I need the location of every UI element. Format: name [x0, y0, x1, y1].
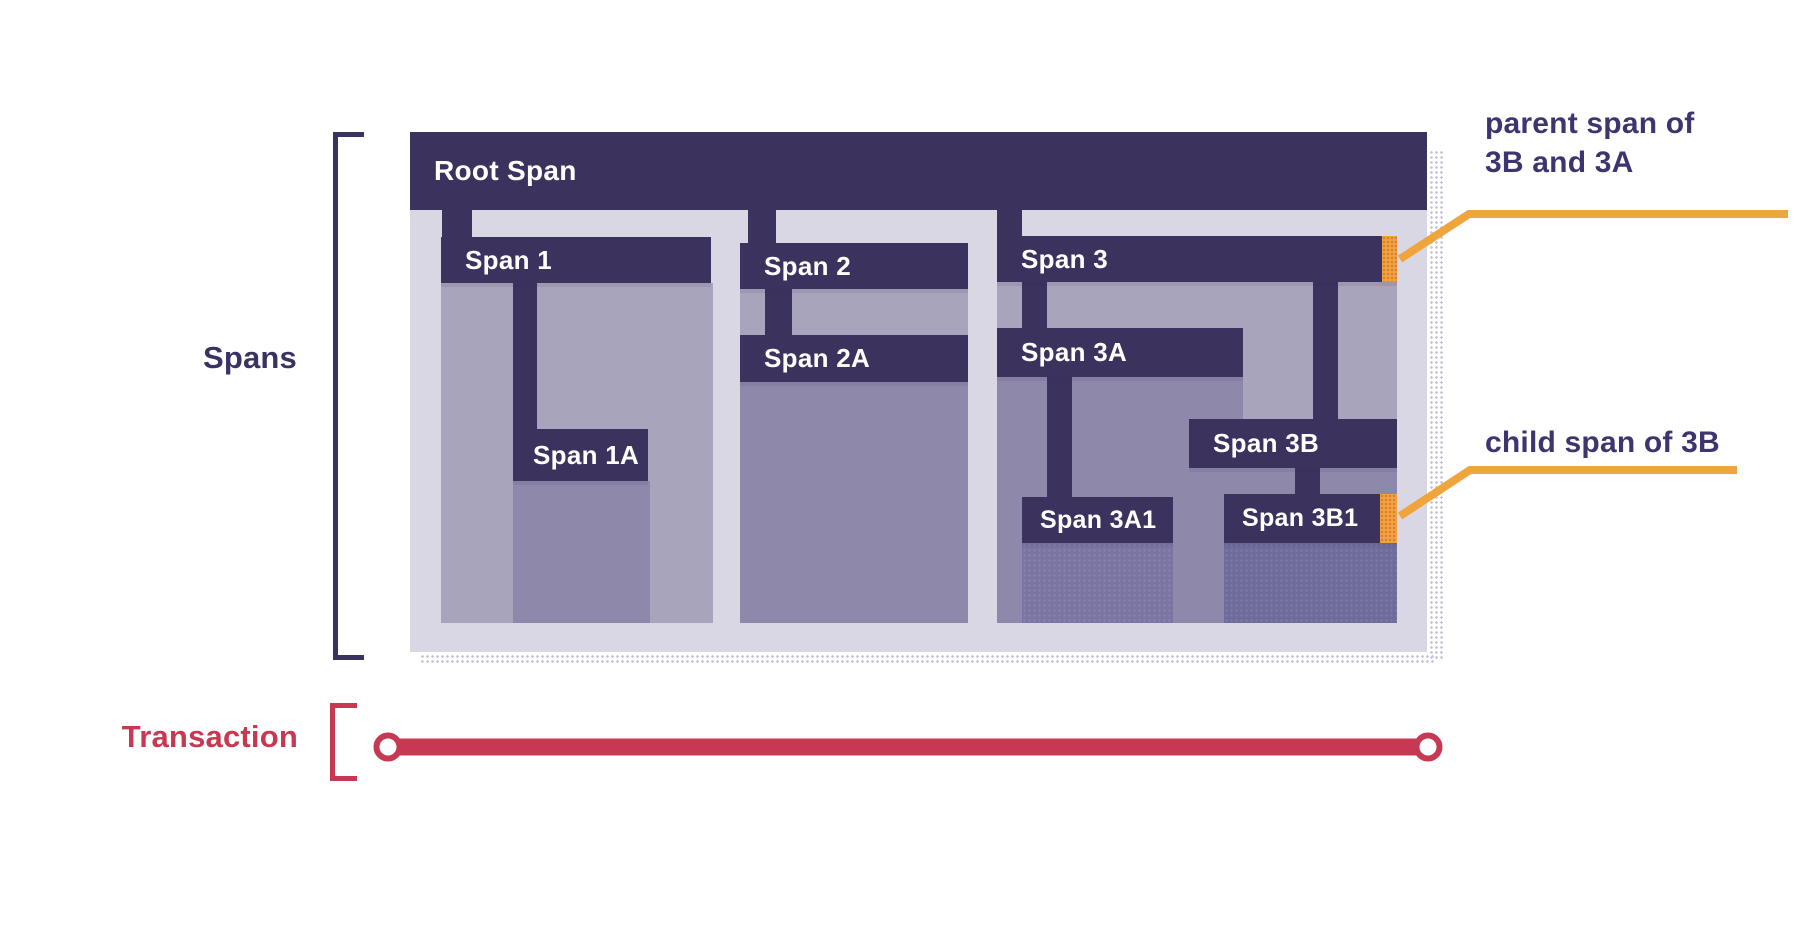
span-1-label: Span 1 [465, 244, 553, 275]
connector-span-1-to-1a [513, 283, 537, 430]
timeline-end-circle [1413, 732, 1443, 762]
span-3b1-region [1224, 543, 1397, 623]
span-3b-bar: Span 3B [1189, 419, 1397, 468]
connector-span-2-to-2a [765, 289, 792, 336]
connector-root-to-span-2 [748, 208, 776, 244]
child-callout-line [1397, 466, 1737, 520]
child-span-annotation: child span of 3B [1485, 426, 1720, 459]
span-3a1-region [1022, 543, 1173, 623]
root-span-bar: Root Span [410, 132, 1427, 210]
span-1a-region [513, 481, 650, 623]
span-2-bar: Span 2 [740, 243, 968, 289]
panel-right-shadow [1429, 150, 1443, 660]
parent-span-annotation: parent span of 3B and 3A [1485, 107, 1695, 179]
span-3a1-bar: Span 3A1 [1022, 497, 1173, 543]
panel-bottom-shadow [420, 654, 1436, 665]
spans-label: Spans [202, 340, 297, 375]
connector-span-3-to-3a [1022, 282, 1047, 329]
connector-span-3a-to-3a1 [1047, 377, 1072, 498]
span-3a-label: Span 3A [1021, 337, 1128, 367]
spans-bracket-bottom-foot [333, 655, 364, 660]
transaction-bracket-bottom-foot [330, 776, 357, 781]
span-3b1-bar: Span 3B1 [1224, 494, 1397, 543]
connector-span-3b-to-3b1 [1295, 468, 1320, 495]
span-1a-label: Span 1A [533, 439, 640, 470]
span-2a-label: Span 2A [764, 343, 871, 373]
span-2-label: Span 2 [764, 250, 852, 281]
timeline-start-circle [373, 732, 403, 762]
span-2a-bar: Span 2A [740, 335, 968, 382]
spans-bracket-top-foot [333, 132, 364, 137]
connector-root-to-span-3 [997, 208, 1022, 237]
span-3a-bar: Span 3A [997, 328, 1243, 377]
connector-root-to-span-1 [442, 208, 472, 238]
span-3-bar: Span 3 [997, 236, 1397, 282]
connector-span-3-to-3b [1313, 282, 1338, 420]
span-3-parent-highlight [1382, 236, 1397, 282]
span-1a-bar: Span 1A [513, 429, 648, 481]
transaction-bracket-top-foot [330, 703, 357, 708]
root-span-label: Root Span [434, 155, 577, 186]
span-3b-label: Span 3B [1213, 428, 1320, 458]
spans-bracket [333, 132, 338, 660]
span-1-bar: Span 1 [441, 237, 711, 283]
span-3b1-child-highlight [1380, 494, 1397, 543]
transaction-bracket [330, 703, 335, 781]
transaction-label: Transaction [121, 719, 298, 754]
span-2a-region [740, 382, 968, 623]
span-3b1-label: Span 3B1 [1242, 504, 1359, 532]
span-3-label: Span 3 [1021, 243, 1109, 274]
parent-callout-line [1397, 210, 1788, 263]
span-3a1-label: Span 3A1 [1040, 505, 1157, 534]
